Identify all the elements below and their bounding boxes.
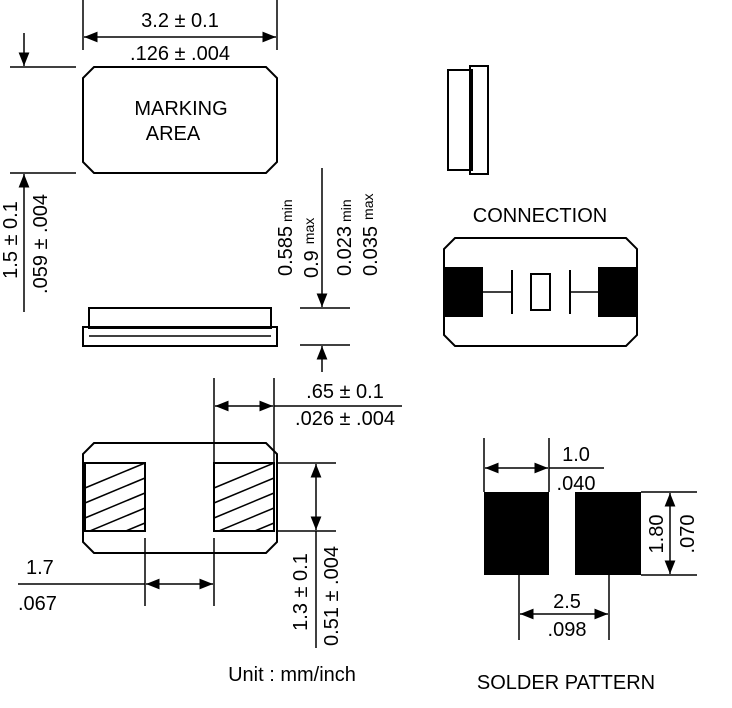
solder-height-mm-label: 1.80 (646, 515, 668, 554)
bottom-pad-left (84, 462, 146, 532)
side-view-lid (88, 307, 272, 329)
solder-pattern-title: SOLDER PATTERN (477, 672, 655, 694)
solder-span-mm-label: 2.5 (553, 591, 581, 613)
thickness-min-mm-tag: min (279, 199, 295, 222)
pad-width-mm-label: .65 ± 0.1 (306, 381, 384, 403)
unit-note: Unit : mm/inch (228, 664, 356, 686)
connection-diagram: CONNECTION (443, 205, 638, 347)
connection-pad-right (598, 267, 637, 317)
thickness-max-mm-value: 0.9 (301, 250, 323, 278)
connection-title: CONNECTION (473, 205, 607, 227)
thickness-min-mm-value: 0.585 (275, 226, 297, 276)
bottom-view-body-outline (82, 442, 278, 554)
thickness-min-in-value: 0.023 (334, 226, 356, 276)
end-view-cap (469, 65, 489, 175)
solder-pad-right (575, 492, 641, 575)
connection-pad-left (444, 267, 483, 317)
marking-area-line1: MARKING (134, 98, 227, 120)
marking-area-line2: AREA (146, 123, 201, 145)
solder-span-in-label: .098 (548, 619, 587, 641)
pad-height-mm-label: 1.3 ± 0.1 (290, 553, 312, 631)
thickness-min-in-tag: min (338, 199, 354, 222)
height-mm-label: 1.5 ± 0.1 (0, 201, 22, 279)
thickness-max-mm-tag: max (301, 218, 317, 244)
end-view (447, 65, 489, 175)
end-view-body (447, 69, 473, 171)
bottom-view: .65 ± 0.1 .026 ± .004 1.7 .067 1.3 ± 0.1… (18, 378, 402, 686)
side-view-base (82, 326, 278, 347)
top-view-body-outline (82, 66, 278, 174)
solder-height-in-label: .070 (677, 515, 699, 554)
pitch-in-label: .067 (18, 593, 57, 615)
width-mm-label: 3.2 ± 0.1 (141, 10, 219, 32)
side-view: 0.585 min 0.9 max 0.023 min 0.035 max (82, 168, 382, 372)
solder-pad-left (484, 492, 549, 575)
thickness-max-in-value: 0.035 (360, 226, 382, 276)
pad-height-in-label: 0.51 ± .004 (321, 546, 343, 646)
pad-width-in-label: .026 ± .004 (295, 408, 395, 430)
thickness-min-mm-label: 0.585 min (275, 199, 297, 276)
solder-width-mm-label: 1.0 (562, 444, 590, 466)
crystal-symbol (530, 273, 551, 311)
top-view: MARKING AREA 3.2 ± 0.1 .126 ± .004 1.5 ±… (0, 0, 278, 312)
thickness-min-in-label: 0.023 min (334, 199, 356, 276)
thickness-max-in-tag: max (360, 193, 376, 219)
height-in-label: .059 ± .004 (30, 194, 52, 294)
thickness-max-mm-label: 0.9 max (301, 218, 323, 278)
bottom-pad-right (213, 462, 275, 532)
width-in-label: .126 ± .004 (130, 43, 230, 65)
solder-width-in-label: .040 (557, 473, 596, 495)
solder-pattern: 1.0 .040 1.80 .070 2.5 .098 SOLDER PATTE… (477, 438, 699, 694)
pitch-mm-label: 1.7 (26, 557, 54, 579)
thickness-max-in-label: 0.035 max (360, 193, 382, 276)
